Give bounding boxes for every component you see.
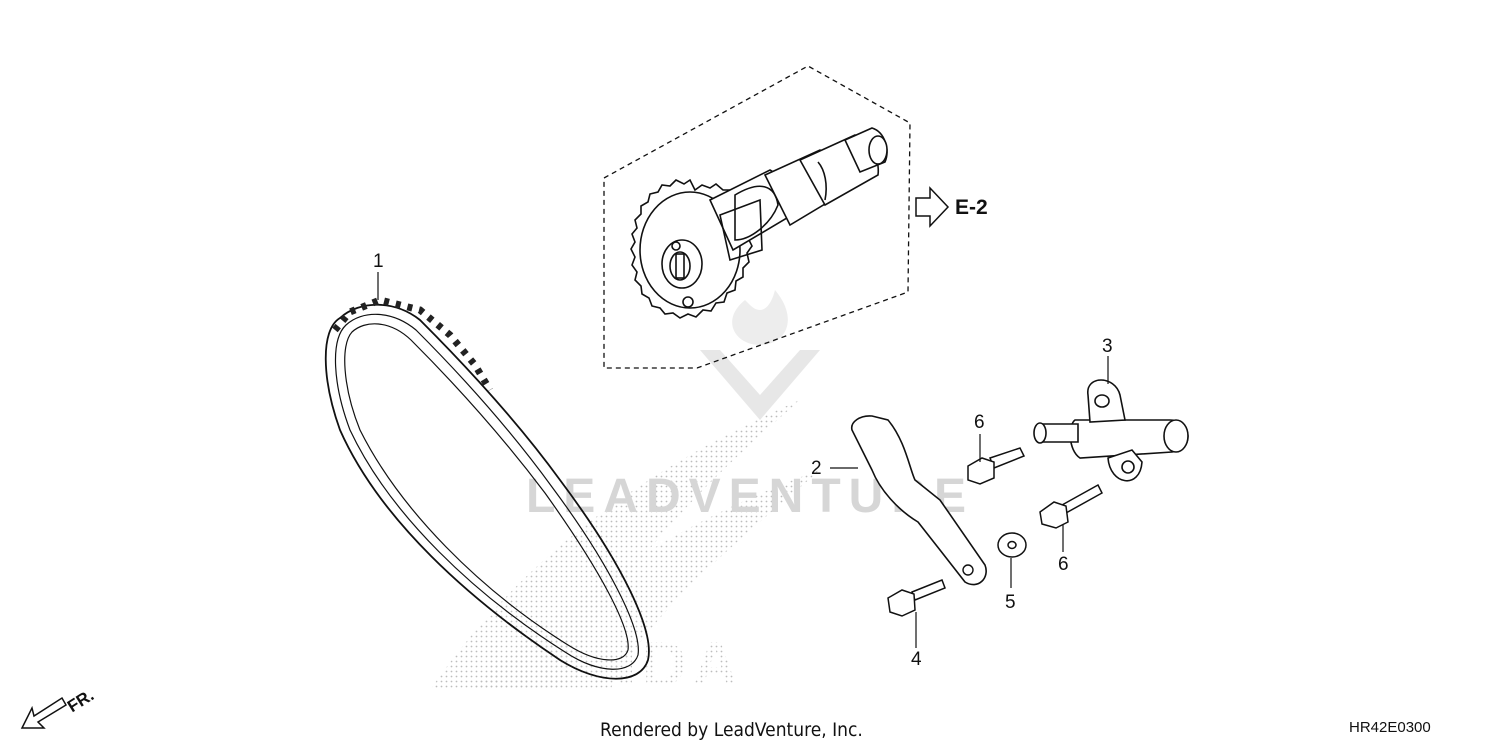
watermark-brand: HONDA: [486, 630, 743, 699]
callout-5: 5: [1005, 592, 1016, 613]
washer[interactable]: [997, 532, 1027, 558]
reference-arrow-icon: [915, 186, 950, 228]
reference-label[interactable]: E-2: [955, 196, 988, 219]
tensioner-lifter[interactable]: [1033, 379, 1189, 482]
callout-2: 2: [811, 458, 822, 479]
leader-lines: [377, 272, 1109, 648]
watermark-leadventure-logo: [700, 290, 820, 420]
front-direction-arrow-icon: [20, 696, 68, 729]
callout-4: 4: [911, 649, 922, 670]
camshaft-body[interactable]: [708, 127, 888, 262]
callout-1: 1: [373, 251, 384, 272]
bolt-right[interactable]: [1039, 483, 1103, 529]
tensioner-arm-hole: [962, 564, 974, 576]
bolt-lower[interactable]: [887, 579, 946, 617]
watermark-wing: [430, 400, 820, 690]
diagram-code: HR42E0300: [1349, 719, 1431, 736]
cam-chain[interactable]: [324, 296, 650, 680]
bolt-upper[interactable]: [967, 447, 1026, 485]
callout-3: 3: [1102, 336, 1113, 357]
callout-6-upper: 6: [974, 412, 985, 433]
tensioner-arm[interactable]: [850, 415, 987, 586]
callout-6-right: 6: [1058, 554, 1069, 575]
render-credit: Rendered by LeadVenture, Inc.: [600, 719, 863, 741]
